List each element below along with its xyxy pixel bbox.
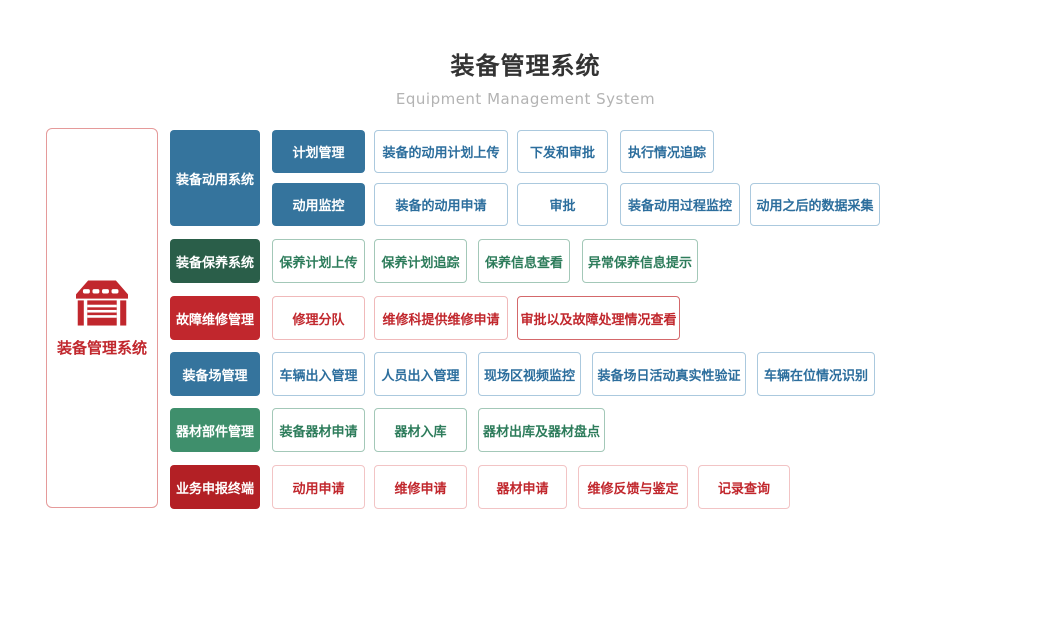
item-box: 审批 xyxy=(517,183,608,226)
subcategory-plan-management: 计划管理 xyxy=(272,130,365,173)
subcategory-usage-monitoring: 动用监控 xyxy=(272,183,365,226)
item-box: 异常保养信息提示 xyxy=(582,239,698,283)
item-box: 修理分队 xyxy=(272,296,365,340)
item-box: 维修科提供维修申请 xyxy=(374,296,508,340)
category-business-declaration-terminal: 业务申报终端 xyxy=(170,465,260,509)
item-box: 装备的动用申请 xyxy=(374,183,508,226)
item-box: 装备器材申请 xyxy=(272,408,365,452)
item-box: 车辆在位情况识别 xyxy=(757,352,875,396)
item-box: 器材申请 xyxy=(478,465,567,509)
page-subtitle: Equipment Management System xyxy=(395,90,656,108)
header: 装备管理系统 Equipment Management System xyxy=(0,46,1051,108)
page-title: 装备管理系统 xyxy=(450,52,601,80)
item-box: 执行情况追踪 xyxy=(620,130,714,173)
item-box: 装备场日活动真实性验证 xyxy=(592,352,746,396)
item-box: 保养计划追踪 xyxy=(374,239,467,283)
item-box: 人员出入管理 xyxy=(374,352,467,396)
item-box: 器材出库及器材盘点 xyxy=(478,408,605,452)
item-box: 器材入库 xyxy=(374,408,467,452)
category-equipment-maintenance-system: 装备保养系统 xyxy=(170,239,260,283)
root-system-panel: 装备管理系统 xyxy=(46,128,158,508)
category-equipment-mobilization-system: 装备动用系统 xyxy=(170,130,260,226)
item-box: 维修反馈与鉴定 xyxy=(578,465,688,509)
item-box: 审批以及故障处理情况查看 xyxy=(517,296,680,340)
category-equipment-yard-management: 装备场管理 xyxy=(170,352,260,396)
category-fault-repair-management: 故障维修管理 xyxy=(170,296,260,340)
item-box: 维修申请 xyxy=(374,465,467,509)
category-material-parts-management: 器材部件管理 xyxy=(170,408,260,452)
warehouse-icon xyxy=(76,279,128,327)
item-box: 记录查询 xyxy=(698,465,790,509)
item-box: 保养信息查看 xyxy=(478,239,570,283)
item-box: 保养计划上传 xyxy=(272,239,365,283)
item-box: 装备的动用计划上传 xyxy=(374,130,508,173)
root-system-label: 装备管理系统 xyxy=(56,338,147,357)
item-box: 装备动用过程监控 xyxy=(620,183,740,226)
item-box: 现场区视频监控 xyxy=(478,352,581,396)
item-box: 车辆出入管理 xyxy=(272,352,365,396)
item-box: 动用之后的数据采集 xyxy=(750,183,880,226)
item-box: 动用申请 xyxy=(272,465,365,509)
item-box: 下发和审批 xyxy=(517,130,608,173)
